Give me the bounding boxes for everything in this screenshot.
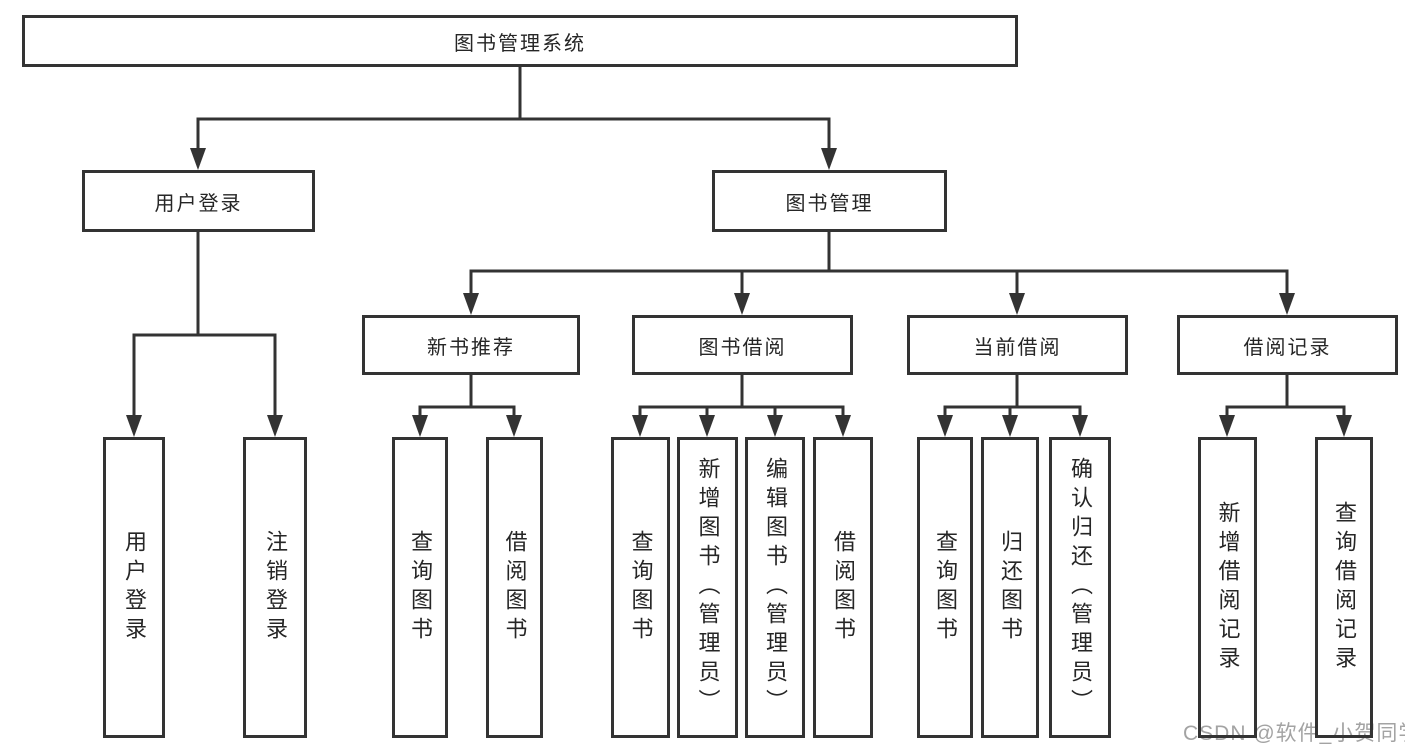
leaf-logout: 注销登录: [243, 437, 307, 738]
leaf-user-login: 用户登录: [103, 437, 165, 738]
node-label: 查询图书: [408, 529, 433, 646]
leaf-query-books: 查询图书: [392, 437, 448, 738]
node-new-book-recommend: 新书推荐: [362, 315, 580, 375]
node-label: 图书借阅: [698, 336, 787, 359]
node-label: 新书推荐: [427, 336, 515, 359]
node-user-login: 用户登录: [82, 170, 315, 232]
node-label: 新增借阅记录: [1215, 500, 1241, 675]
node-label: 注销登录: [263, 529, 288, 646]
node-label: 确认归还（管理员）: [1068, 457, 1093, 718]
node-borrow-record: 借阅记录: [1177, 315, 1398, 375]
node-label: 借阅记录: [1243, 336, 1332, 359]
leaf-borrow-books: 借阅图书: [813, 437, 873, 738]
node-label: 用户登录: [122, 529, 147, 646]
node-book-borrow: 图书借阅: [632, 315, 853, 375]
leaf-borrow-books: 借阅图书: [486, 437, 543, 738]
leaf-query-books: 查询图书: [611, 437, 670, 738]
node-label: 图书管理系统: [454, 32, 586, 55]
node-label: 借阅图书: [502, 529, 528, 646]
csdn-watermark: CSDN @软件_小贺同学: [1183, 722, 1405, 745]
node-label: 新增图书（管理员）: [695, 457, 721, 718]
node-label: 当前借阅: [973, 336, 1062, 359]
leaf-query-books: 查询图书: [917, 437, 973, 738]
leaf-edit-books-admin: 编辑图书（管理员）: [745, 437, 805, 738]
node-label: 归还图书: [998, 529, 1023, 646]
node-label: 借阅图书: [831, 529, 856, 646]
node-current-borrow: 当前借阅: [907, 315, 1128, 375]
node-label: 查询借阅记录: [1332, 500, 1357, 675]
leaf-return-books: 归还图书: [981, 437, 1039, 738]
node-label: 图书管理: [785, 192, 874, 215]
node-book-management: 图书管理: [712, 170, 947, 232]
connector-strokes: [132, 67, 1346, 419]
node-label: 查询图书: [933, 529, 958, 646]
node-label: 查询图书: [628, 529, 654, 646]
connector-arrowheads: [126, 148, 1352, 437]
node-label: 编辑图书（管理员）: [763, 457, 788, 718]
node-label: 用户登录: [154, 192, 243, 215]
leaf-query-borrow-record: 查询借阅记录: [1315, 437, 1373, 738]
leaf-add-books-admin: 新增图书（管理员）: [677, 437, 738, 738]
leaf-confirm-return-admin: 确认归还（管理员）: [1049, 437, 1111, 738]
node-root-library-system: 图书管理系统: [22, 15, 1018, 67]
leaf-add-borrow-record: 新增借阅记录: [1198, 437, 1257, 738]
